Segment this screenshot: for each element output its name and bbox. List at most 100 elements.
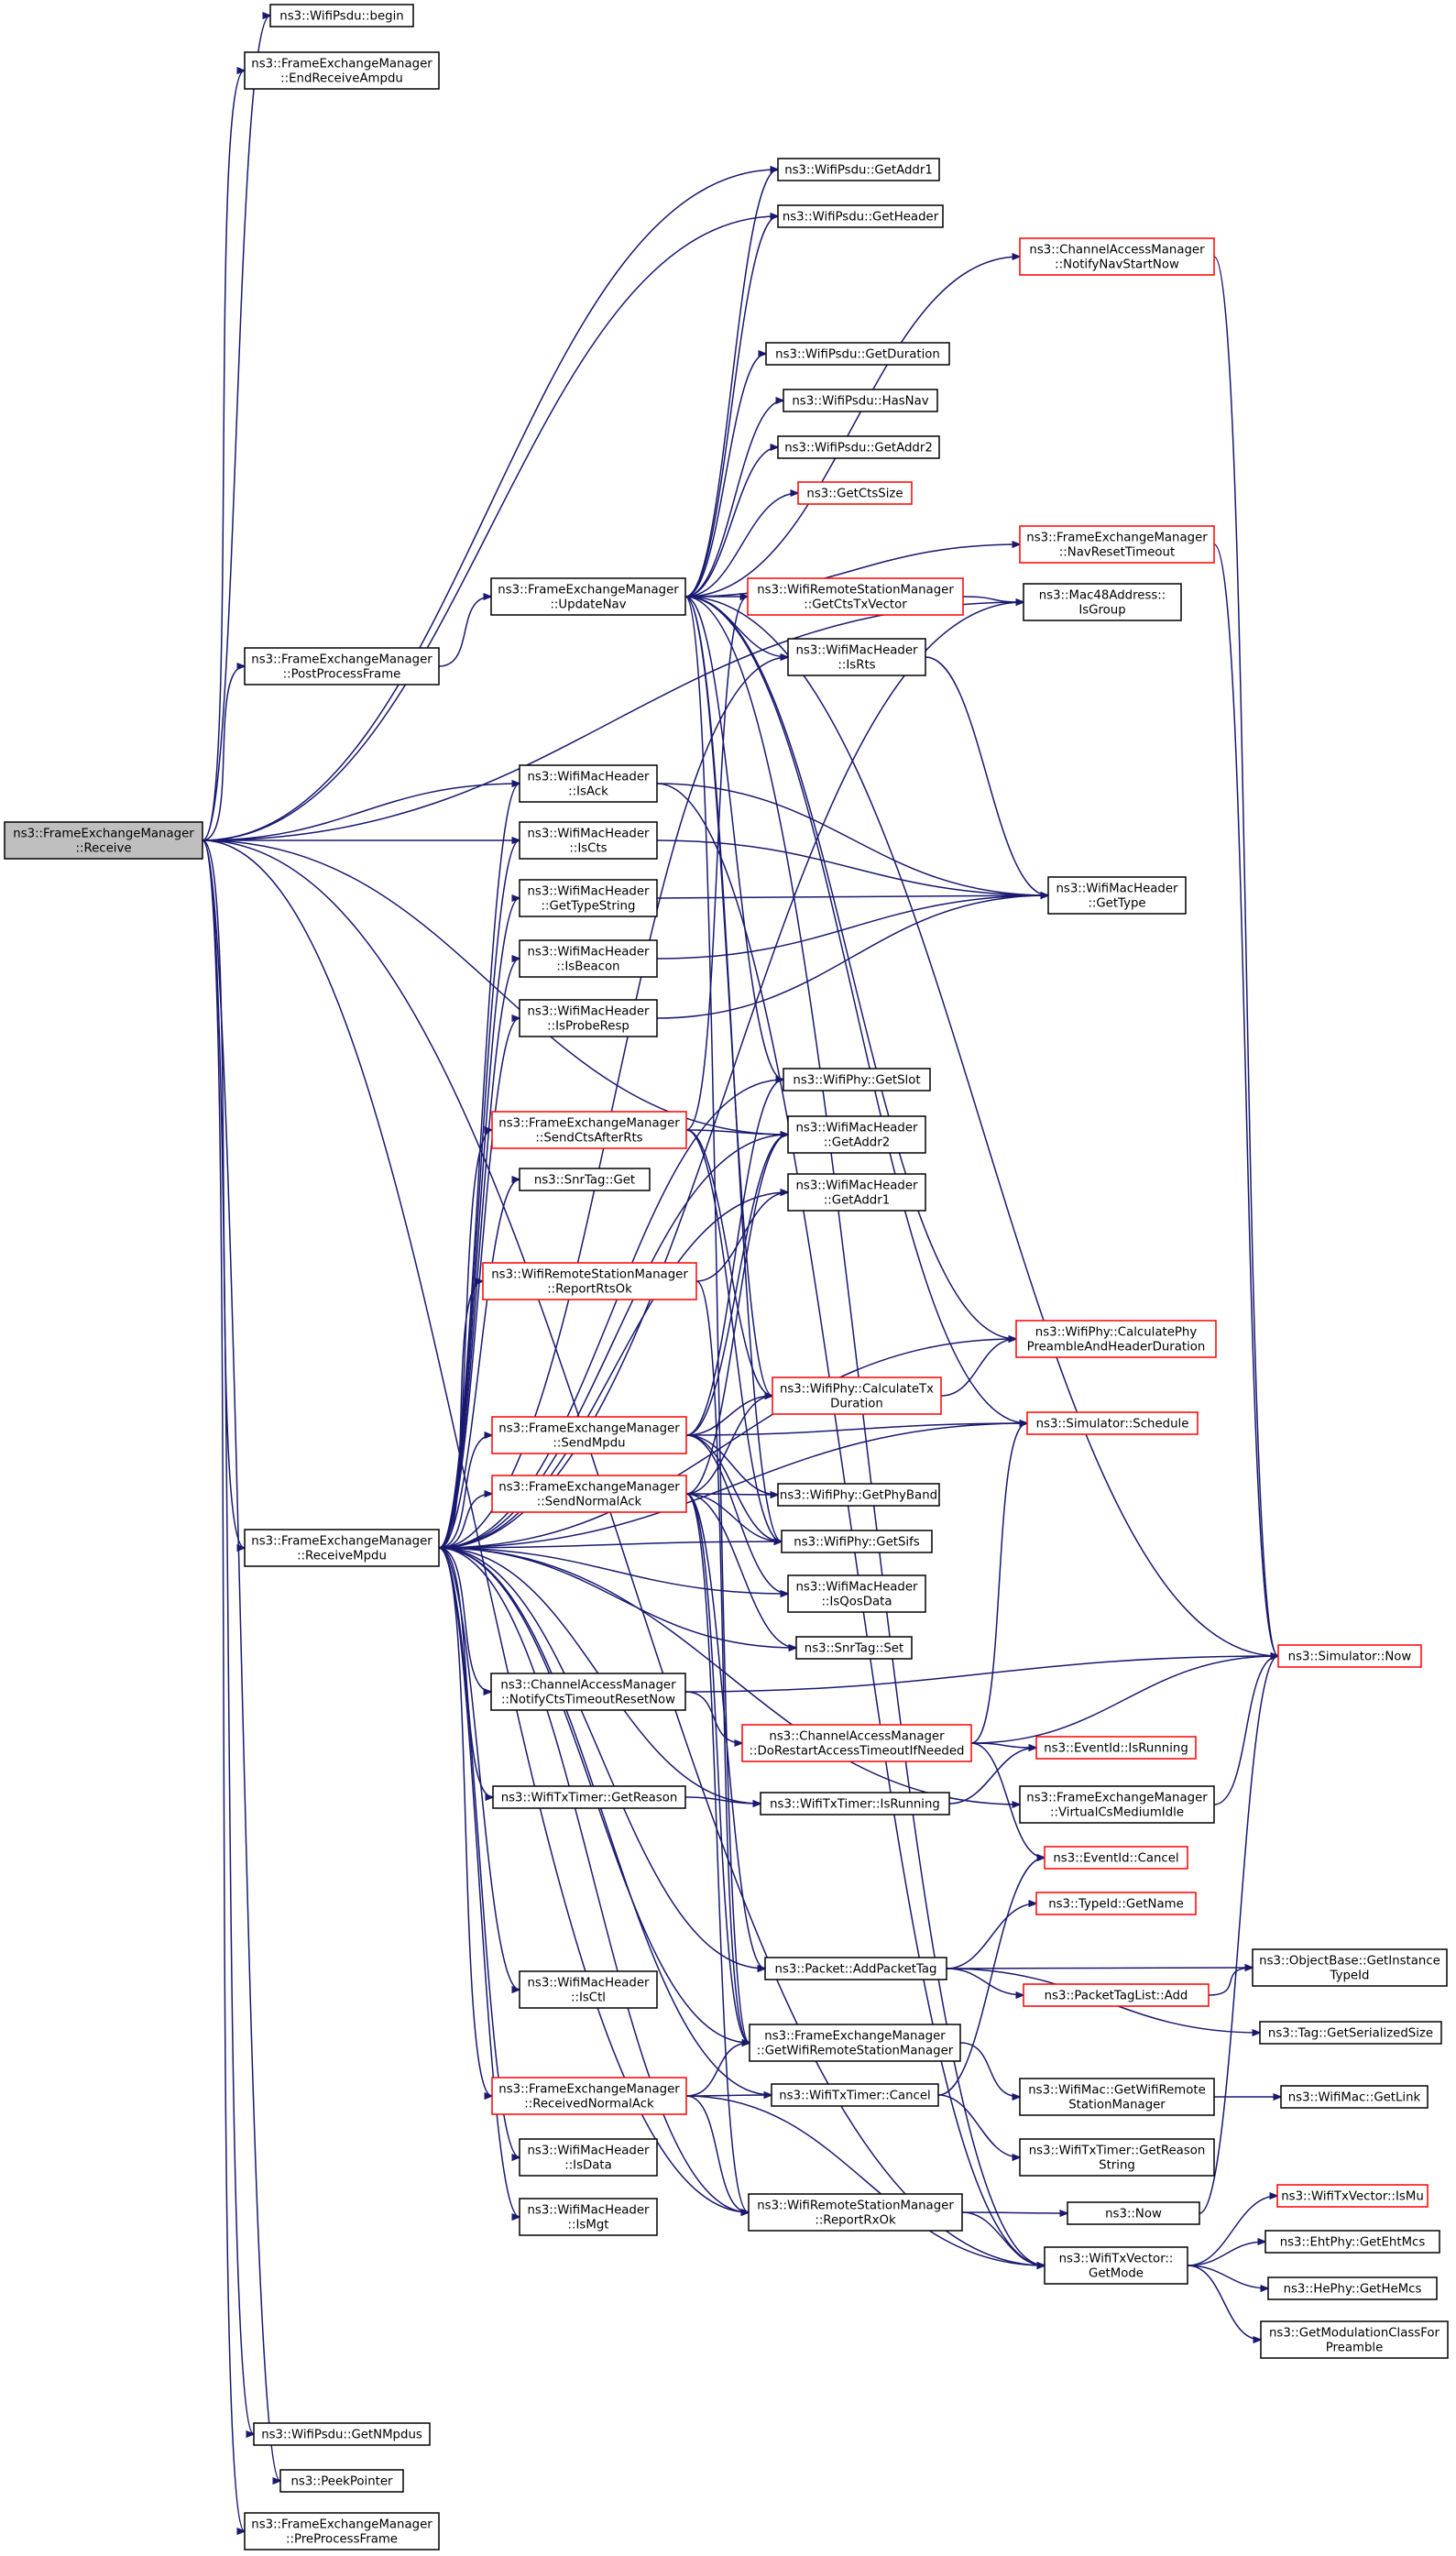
edge-fem_sendnormalack-to-hdr_getaddr2 <box>685 1135 788 1495</box>
node-hdr-iscts[interactable]: ns3::WifiMacHeader::IsCts <box>519 821 658 860</box>
edge-cam_dorestart-to-eventid_cancel <box>970 1742 1045 1858</box>
node-tag-getserializedsize[interactable]: ns3::Tag::GetSerializedSize <box>1259 2021 1442 2045</box>
node-fem-getwrsm[interactable]: ns3::FrameExchangeManager::GetWifiRemote… <box>749 2024 961 2062</box>
node-hdr-isbeacon[interactable]: ns3::WifiMacHeader::IsBeacon <box>519 939 658 978</box>
node-psdu-getaddr1[interactable]: ns3::WifiPsdu::GetAddr1 <box>777 158 940 181</box>
node-hdr-isdata[interactable]: ns3::WifiMacHeader::IsData <box>519 2138 658 2177</box>
node-ns3-now[interactable]: ns3::Now <box>1067 2201 1200 2225</box>
edge-fem_sendctsafterrts-to-phy_calctxduration <box>685 1129 772 1396</box>
edge-fem_sendnormalack-to-snrtag_set <box>685 1493 796 1648</box>
edge-receive-to-fem_postprocess <box>202 666 245 841</box>
node-wifimac-getlink[interactable]: ns3::WifiMac::GetLink <box>1280 2085 1429 2109</box>
node-packettaglist-add[interactable]: ns3::PacketTagList::Add <box>1023 1983 1210 2007</box>
node-fem-receivempdu[interactable]: ns3::FrameExchangeManager::ReceiveMpdu <box>244 1529 440 1567</box>
edge-fem_receivempdu-to-phy_calcpreamble <box>438 1339 1016 1549</box>
node-typeid-getname[interactable]: ns3::TypeId::GetName <box>1035 1892 1197 1915</box>
node-label-line: ns3::Mac48Address:: <box>1039 589 1166 603</box>
node-fem-virtualcs[interactable]: ns3::FrameExchangeManager::VirtualCsMedi… <box>1019 1785 1215 1824</box>
node-label-line: ns3::FrameExchangeManager <box>498 584 679 598</box>
node-fem-preprocess[interactable]: ns3::FrameExchangeManager::PreProcessFra… <box>244 2512 440 2551</box>
node-psdu-getnmpdus[interactable]: ns3::WifiPsdu::GetNMpdus <box>253 2422 431 2446</box>
node-hdr-getaddr1[interactable]: ns3::WifiMacHeader::GetAddr1 <box>787 1173 926 1212</box>
node-label-line: ns3::WifiTxTimer::IsRunning <box>770 1798 940 1812</box>
node-snrtag-set[interactable]: ns3::SnrTag::Set <box>795 1636 913 1660</box>
node-fem-sendmpdu[interactable]: ns3::FrameExchangeManager::SendMpdu <box>491 1416 687 1454</box>
node-txtimer-getreason[interactable]: ns3::WifiTxTimer::GetReason <box>492 1785 686 1809</box>
node-label-line: ns3::WifiRemoteStationManager <box>491 1268 688 1282</box>
node-label-line: ::ReceiveMpdu <box>297 1550 387 1563</box>
node-sim-schedule[interactable]: ns3::Simulator::Schedule <box>1026 1411 1199 1435</box>
node-fem-postprocess[interactable]: ns3::FrameExchangeManager::PostProcessFr… <box>244 647 440 686</box>
node-label-line: ns3::WifiMacHeader <box>527 946 650 960</box>
node-hdr-ismgt[interactable]: ns3::WifiMacHeader::IsMgt <box>519 2198 658 2236</box>
node-fem-sendctsafterrts[interactable]: ns3::FrameExchangeManager::SendCtsAfterR… <box>491 1111 687 1149</box>
node-receive[interactable]: ns3::FrameExchangeManager::Receive <box>4 821 203 860</box>
node-hdr-gettype[interactable]: ns3::WifiMacHeader::GetType <box>1047 876 1187 915</box>
node-end-recv-ampdu[interactable]: ns3::FrameExchangeManager::EndReceiveAmp… <box>244 51 440 90</box>
edge-txvector_getmode-to-getmodclass <box>1187 2265 1261 2340</box>
node-peekpointer[interactable]: ns3::PeekPointer <box>279 2469 404 2493</box>
node-eventid-isrunning[interactable]: ns3::EventId::IsRunning <box>1035 1736 1197 1760</box>
node-psdu-getduration[interactable]: ns3::WifiPsdu::GetDuration <box>765 342 950 366</box>
node-ehtphy-getehtmcs[interactable]: ns3::EhtPhy::GetEhtMcs <box>1264 2230 1440 2254</box>
edge-fem_sendmpdu-to-phy_getslot <box>685 1080 783 1436</box>
node-fem-sendnormalack[interactable]: ns3::FrameExchangeManager::SendNormalAck <box>491 1475 687 1513</box>
node-snrtag-get[interactable]: ns3::SnrTag::Get <box>519 1168 651 1191</box>
node-hdr-getaddr2[interactable]: ns3::WifiMacHeader::GetAddr2 <box>787 1115 926 1154</box>
node-box <box>482 1262 697 1300</box>
edge-fem_receivempdu-to-wrsm_reportrtsok <box>438 1281 483 1549</box>
node-fem-receivednormalack[interactable]: ns3::FrameExchangeManager::ReceivedNorma… <box>491 2077 687 2115</box>
node-phy-getslot[interactable]: ns3::WifiPhy::GetSlot <box>783 1068 931 1092</box>
node-phy-getphyband[interactable]: ns3::WifiPhy::GetPhyBand <box>777 1483 940 1507</box>
nodes-layer: ns3::FrameExchangeManager::Receivens3::W… <box>4 4 1449 2551</box>
node-txvector-getmode[interactable]: ns3::WifiTxVector::GetMode <box>1044 2246 1188 2285</box>
node-sim-now[interactable]: ns3::Simulator::Now <box>1277 1644 1422 1668</box>
node-hdr-isctl[interactable]: ns3::WifiMacHeader::IsCtl <box>519 1970 658 2009</box>
node-getctssize[interactable]: ns3::GetCtsSize <box>797 481 913 505</box>
node-mac48-isgroup[interactable]: ns3::Mac48Address::IsGroup <box>1023 583 1182 621</box>
node-hephy-gethemcs[interactable]: ns3::HePhy::GetHeMcs <box>1267 2276 1438 2300</box>
node-label-line: ns3::FrameExchangeManager <box>764 2030 946 2044</box>
node-hdr-isqosdata[interactable]: ns3::WifiMacHeader::IsQosData <box>787 1574 926 1613</box>
node-hdr-isproberesp[interactable]: ns3::WifiMacHeader::IsProbeResp <box>519 999 658 1037</box>
node-txtimer-isrunning[interactable]: ns3::WifiTxTimer::IsRunning <box>760 1792 950 1816</box>
node-label-line: ::IsRts <box>837 659 875 673</box>
node-box <box>491 1475 687 1513</box>
node-txtimer-cancel[interactable]: ns3::WifiTxTimer::Cancel <box>771 2083 939 2107</box>
node-hdr-isrts[interactable]: ns3::WifiMacHeader::IsRts <box>787 638 926 676</box>
node-eventid-cancel[interactable]: ns3::EventId::Cancel <box>1044 1846 1188 1870</box>
node-wrsm-reportrtsok[interactable]: ns3::WifiRemoteStationManager::ReportRts… <box>482 1262 697 1300</box>
node-fem-navreset[interactable]: ns3::FrameExchangeManager::NavResetTimeo… <box>1019 525 1215 564</box>
node-wrsm-reportrxok[interactable]: ns3::WifiRemoteStationManager::ReportRxO… <box>748 2193 963 2232</box>
node-cam-notifyctstimeout[interactable]: ns3::ChannelAccessManager::NotifyCtsTime… <box>490 1673 686 1711</box>
node-hdr-isack[interactable]: ns3::WifiMacHeader::IsAck <box>519 764 658 803</box>
node-wifimac-getwrsm[interactable]: ns3::WifiMac::GetWifiRemoteStationManage… <box>1019 2078 1215 2116</box>
node-packet-addpackettag[interactable]: ns3::Packet::AddPacketTag <box>764 1957 947 1980</box>
node-txvector-ismu[interactable]: ns3::WifiTxVector::IsMu <box>1276 2184 1429 2208</box>
node-wrsm-getctstx[interactable]: ns3::WifiRemoteStationManager::GetCtsTxV… <box>747 577 964 616</box>
node-hdr-gettypestring[interactable]: ns3::WifiMacHeader::GetTypeString <box>519 879 658 917</box>
node-fem-updatenav[interactable]: ns3::FrameExchangeManager::UpdateNav <box>490 577 686 616</box>
node-psdu-getheader[interactable]: ns3::WifiPsdu::GetHeader <box>777 204 944 228</box>
node-label-line: ::IsProbeResp <box>547 1020 629 1034</box>
node-psdu-hasnav[interactable]: ns3::WifiPsdu::HasNav <box>783 389 938 412</box>
node-cam-dorestart[interactable]: ns3::ChannelAccessManager::DoRestartAcce… <box>741 1724 972 1762</box>
node-phy-getsifs[interactable]: ns3::WifiPhy::GetSifs <box>781 1530 933 1553</box>
edge-wrsm_reportrxok-to-ns3_now <box>961 2212 1067 2213</box>
node-box <box>1264 2230 1440 2254</box>
edge-packet_addpackettag-to-packettaglist_add <box>946 1968 1024 1995</box>
node-label-line: ::GetTypeString <box>542 900 636 914</box>
node-cam-navstart[interactable]: ns3::ChannelAccessManager::NotifyNavStar… <box>1019 237 1215 276</box>
node-phy-calcpreamble[interactable]: ns3::WifiPhy::CalculatePhyPreambleAndHea… <box>1015 1320 1217 1358</box>
node-label-line: ns3::WifiMacHeader <box>795 1122 918 1135</box>
edge-fem_updatenav-to-psdu_getheader <box>684 216 778 598</box>
node-label-line: ns3::FrameExchangeManager <box>13 828 194 841</box>
node-psdu-getaddr2[interactable]: ns3::WifiPsdu::GetAddr2 <box>777 435 940 459</box>
node-label-line: ns3::ObjectBase::GetInstance <box>1259 1955 1440 1969</box>
node-box <box>783 1068 931 1092</box>
node-psdu-begin[interactable]: ns3::WifiPsdu::begin <box>269 4 414 27</box>
